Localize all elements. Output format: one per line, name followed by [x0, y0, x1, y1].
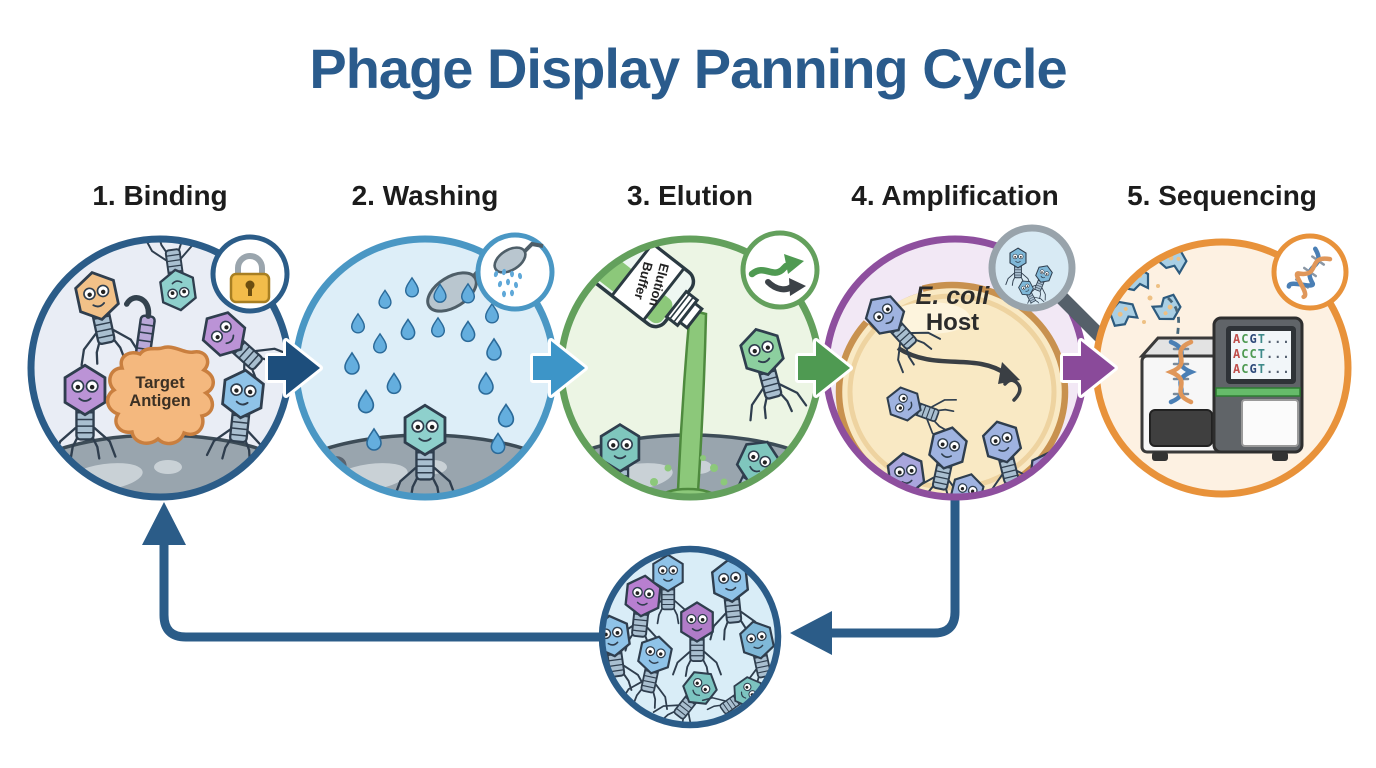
- sequencer-screen-lines: ACGT...ACCT...ACGT...: [1233, 332, 1291, 376]
- target-antigen-blob: [105, 345, 215, 446]
- cycle-arrowhead-into-binding: [142, 502, 186, 545]
- sequencer-machine-icon: [1138, 316, 1304, 461]
- cycle-arrowhead-into-pool: [790, 611, 832, 655]
- flow-arrow-elution-amplification: [795, 338, 853, 398]
- step-label-sequencing: 5. Sequencing: [1127, 180, 1317, 211]
- enriched-pool-circle: [598, 545, 782, 729]
- release-arrows-icon: [740, 230, 820, 310]
- ecoli-host-label: E. coli Host: [885, 282, 1020, 337]
- step-circle-sequencing: [1092, 233, 1352, 498]
- ecoli-host-label-line2: Host: [925, 309, 980, 336]
- step-label-washing: 2. Washing: [351, 180, 499, 211]
- step-circle-elution: [557, 230, 823, 501]
- step-label-binding: 1. Binding: [92, 180, 228, 211]
- dna-icon: [1271, 233, 1349, 311]
- ecoli-host-label-line1: E. coli: [915, 282, 990, 310]
- step-label-elution: 3. Elution: [627, 180, 753, 211]
- step-circle-binding: [27, 234, 293, 501]
- target-antigen-label: Target Antigen: [129, 374, 191, 411]
- page-title: Phage Display Panning Cycle: [309, 37, 1067, 100]
- infection-arrowhead: [998, 362, 1020, 384]
- step-label-amplification: 4. Amplification: [851, 180, 1059, 211]
- sequencer-screen: [1231, 331, 1291, 379]
- flow-arrow-washing-elution: [530, 338, 588, 398]
- shower-icon: [475, 232, 555, 312]
- infection-arrow: [896, 346, 1008, 376]
- dna-squiggle: [1003, 378, 1022, 402]
- dna-helix-icon: [1165, 339, 1197, 405]
- flow-arrow-binding-washing: [265, 338, 323, 398]
- lock-icon: [210, 234, 290, 314]
- step-circle-washing: [292, 232, 558, 501]
- step-circle-amplification: [822, 224, 1110, 501]
- magnifier-icon: [988, 224, 1110, 346]
- broken-capsids: [1106, 242, 1191, 329]
- cycle-return-path: [142, 497, 960, 655]
- flow-arrow-amplification-sequencing: [1060, 338, 1118, 398]
